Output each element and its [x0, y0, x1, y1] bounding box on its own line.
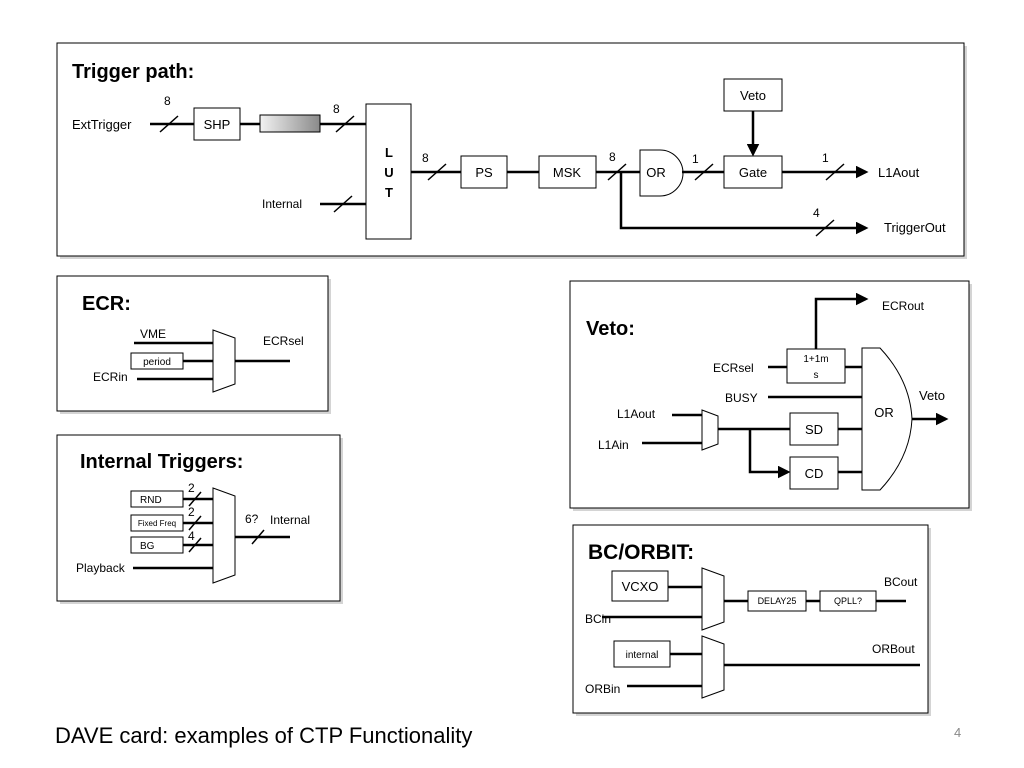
bc-orbit-panel: BC/ORBIT: VCXO BCin DELAY25 QPLL? BCout … [572, 524, 931, 716]
l1ain-label: L1Ain [598, 438, 629, 452]
ps-label: PS [475, 165, 493, 180]
vme-label: VME [140, 327, 166, 341]
sd-label: SD [805, 422, 823, 437]
bus-slash [159, 115, 179, 133]
orbin-label: ORBin [585, 682, 620, 696]
bus-width-rnd: 2 [188, 481, 195, 495]
internal-out-label: Internal [270, 513, 310, 527]
or-gate-label: OR [646, 165, 666, 180]
bg-label: BG [140, 541, 155, 552]
internal-label: Internal [262, 197, 302, 211]
bus-width-lut-in: 8 [333, 102, 340, 116]
bus-width-lut-out: 8 [422, 151, 429, 165]
ecrout-wire [814, 292, 869, 356]
internal-mux [212, 487, 236, 584]
orbit-mux [701, 635, 725, 699]
slide-caption: DAVE card: examples of CTP Functionality [55, 723, 472, 748]
bus-slash [427, 163, 447, 181]
ps-block [460, 155, 508, 189]
bc-mux [701, 567, 725, 631]
ecrsel-label: ECRsel [263, 334, 304, 348]
veto-mux [701, 409, 719, 451]
ecr-delay-line2: s [814, 370, 819, 381]
bus-slash [251, 529, 265, 545]
triggerout-label: TriggerOut [884, 220, 946, 235]
bus-width-trigout: 4 [813, 206, 820, 220]
triggerout-wire [619, 172, 869, 235]
ecr-title: ECR: [82, 293, 131, 315]
veto-block-label: Veto [740, 88, 766, 103]
shp-label: SHP [204, 117, 231, 132]
veto-or-gate [861, 347, 913, 491]
bcout-label: BCout [884, 575, 918, 589]
bus-slash [607, 163, 627, 181]
msk-label: MSK [553, 165, 582, 180]
l1aout-label: L1Aout [878, 165, 920, 180]
internal-triggers-panel: Internal Triggers: RND 2 Fixed Freq 2 BG… [56, 434, 343, 604]
trigger-path-title: Trigger path: [72, 61, 194, 83]
rnd-label: RND [140, 495, 162, 506]
busy-label: BUSY [725, 391, 758, 405]
orbout-label: ORBout [872, 642, 915, 656]
bus-slash [335, 115, 355, 133]
lut-block [365, 103, 412, 240]
vcxo-label: VCXO [622, 579, 659, 594]
veto-title: Veto: [586, 318, 635, 340]
bus-slash [694, 163, 714, 181]
veto-block [723, 78, 783, 112]
bus-slash [815, 219, 835, 237]
ecrin-label: ECRin [93, 370, 128, 384]
bc-orbit-title: BC/ORBIT: [588, 541, 694, 564]
ecr-panel: ECR: VME period ECRin ECRsel [56, 275, 331, 414]
cd-block [789, 456, 839, 490]
qpll-label: QPLL? [834, 596, 862, 606]
lut-letter-l: L [385, 145, 393, 160]
cd-label: CD [805, 466, 824, 481]
playback-label: Playback [76, 561, 126, 575]
bus-slash [825, 163, 845, 181]
ecr-delay-line1: 1+1m [803, 354, 828, 365]
bus-width-out: 6? [245, 512, 259, 526]
delay25-label: DELAY25 [758, 596, 797, 606]
bus-width-ext: 8 [164, 94, 171, 108]
veto-out-label: Veto [919, 388, 945, 403]
ext-trigger-label: ExtTrigger [72, 117, 132, 132]
bus-slash [188, 537, 202, 553]
bus-width-or: 1 [692, 152, 699, 166]
gate-label: Gate [739, 165, 767, 180]
bg-block [130, 536, 184, 554]
lut-letter-t: T [385, 185, 393, 200]
bus-width-gate: 1 [822, 151, 829, 165]
veto-ecrsel-label: ECRsel [713, 361, 754, 375]
ecrout-label: ECRout [882, 299, 925, 313]
bus-width-fixed: 2 [188, 505, 195, 519]
internal-triggers-title: Internal Triggers: [80, 451, 243, 473]
ecr-delay-block [786, 348, 846, 384]
veto-or-label: OR [874, 405, 894, 420]
fixed-freq-label: Fixed Freq [138, 519, 176, 528]
period-label: period [143, 357, 171, 368]
bcin-label: BCin [585, 612, 611, 626]
l1aout-in-label: L1Aout [617, 407, 656, 421]
bus-width-msk: 8 [609, 150, 616, 164]
mux-to-cd-wire [748, 429, 791, 479]
ecr-mux [212, 329, 236, 393]
delay-block [259, 114, 321, 133]
vcxo-block [611, 570, 669, 602]
bus-slash [188, 515, 202, 531]
bus-width-bg: 4 [188, 529, 195, 543]
trigger-path-panel: Trigger path: ExtTrigger 8 SHP 8 Interna… [56, 42, 967, 259]
lut-letter-u: U [384, 165, 393, 180]
or-gate [639, 149, 684, 197]
bus-slash [188, 491, 202, 507]
internal-orbit-label: internal [626, 650, 659, 661]
msk-block [538, 155, 597, 189]
sd-block [789, 412, 839, 446]
veto-panel: Veto: ECRout ECRsel 1+1m s BUSY L1Aout L… [569, 280, 972, 511]
internal-orbit-block [613, 640, 671, 668]
page-number: 4 [954, 725, 961, 740]
bus-slash [333, 195, 353, 213]
